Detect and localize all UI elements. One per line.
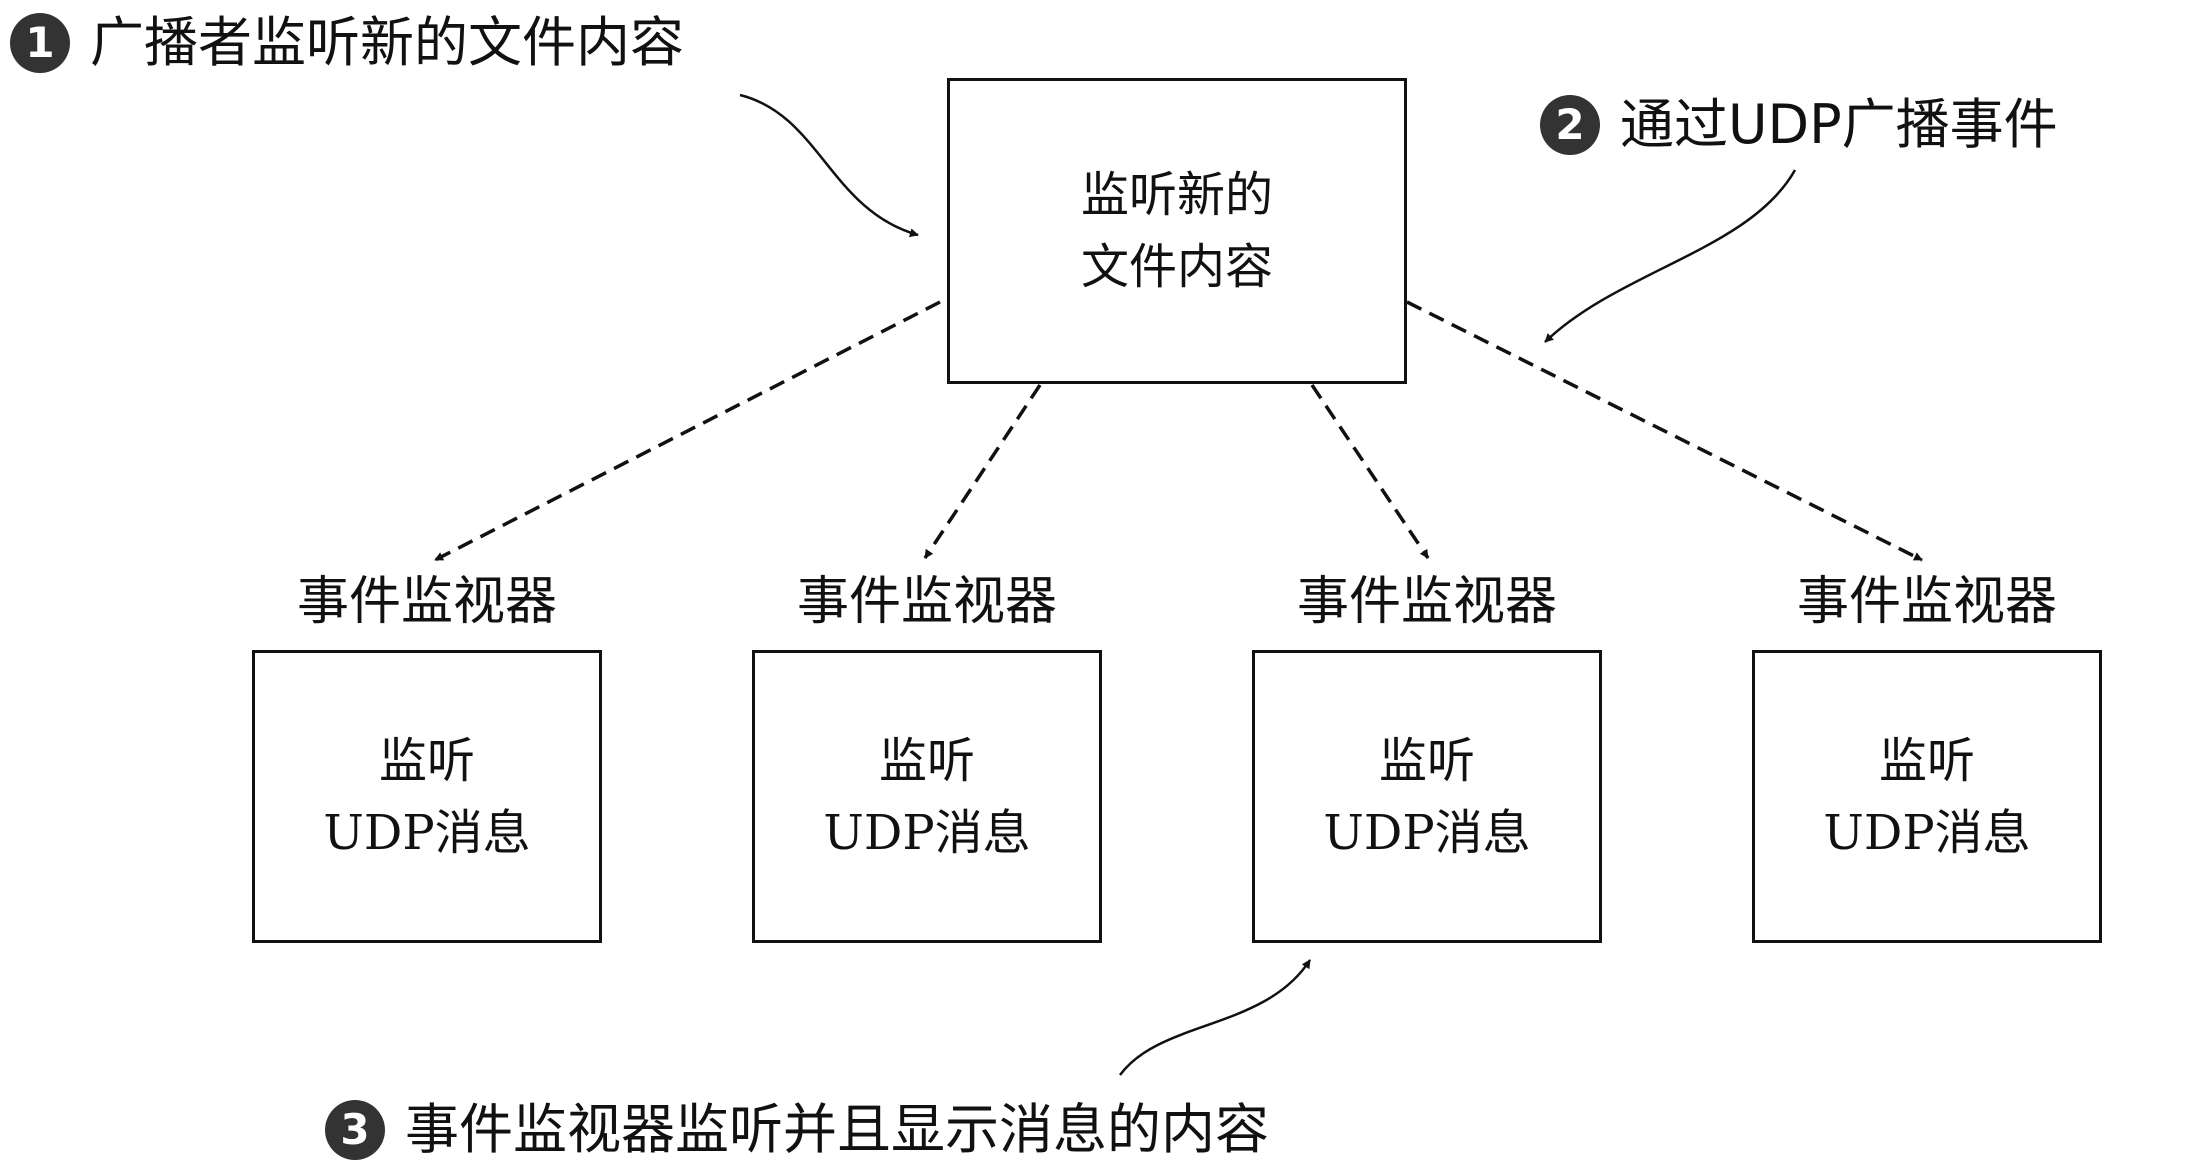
callout-3: 3 事件监视器监听并且显示消息的内容 (325, 1097, 1269, 1163)
callout-1-pointer (739, 93, 919, 238)
monitor-1-text-line2: UDP消息 (323, 804, 531, 861)
callout-2-number-badge: 2 (1540, 95, 1600, 155)
broadcast-arrow-3 (1310, 384, 1430, 559)
broadcast-arrow-2 (923, 384, 1042, 559)
callout-3-text: 事件监视器监听并且显示消息的内容 (405, 1098, 1269, 1161)
monitor-4-label: 事件监视器 (1796, 572, 2057, 632)
monitor-2-box: 监听 UDP消息 (752, 650, 1102, 943)
broadcast-arrow-1 (434, 300, 941, 562)
callout-3-number-badge: 3 (325, 1100, 385, 1160)
monitor-3-text-line2: UDP消息 (1323, 804, 1531, 861)
monitor-2-text-line1: 监听 (878, 732, 975, 789)
monitor-3-label: 事件监视器 (1296, 572, 1557, 632)
monitor-2-text-line2: UDP消息 (823, 804, 1031, 861)
monitor-2-label: 事件监视器 (796, 572, 1057, 632)
monitor-4-text-line1: 监听 (1878, 732, 1975, 789)
broadcaster-box: 监听新的 文件内容 (947, 78, 1407, 384)
monitor-3-box: 监听 UDP消息 (1252, 650, 1602, 943)
monitor-1-text-line1: 监听 (378, 732, 475, 789)
callout-2: 2 通过UDP广播事件 (1540, 92, 2058, 158)
monitor-4-text-line2: UDP消息 (1823, 804, 2031, 861)
monitor-3-text-line1: 监听 (1378, 732, 1475, 789)
broadcaster-text-line1: 监听新的 (1080, 167, 1273, 223)
monitor-1-label: 事件监视器 (296, 572, 557, 632)
broadcaster-text-line2: 文件内容 (1080, 239, 1273, 295)
callout-2-pointer (1544, 169, 1797, 343)
callout-1-text: 广播者监听新的文件内容 (90, 11, 684, 74)
callout-3-pointer (1118, 959, 1312, 1076)
callout-2-text: 通过UDP广播事件 (1620, 93, 2058, 156)
broadcast-arrow-4 (1406, 300, 1923, 562)
monitor-1-box: 监听 UDP消息 (252, 650, 602, 943)
callout-1-number-badge: 1 (10, 13, 70, 73)
monitor-4-box: 监听 UDP消息 (1752, 650, 2102, 943)
callout-1: 1 广播者监听新的文件内容 (10, 10, 684, 76)
